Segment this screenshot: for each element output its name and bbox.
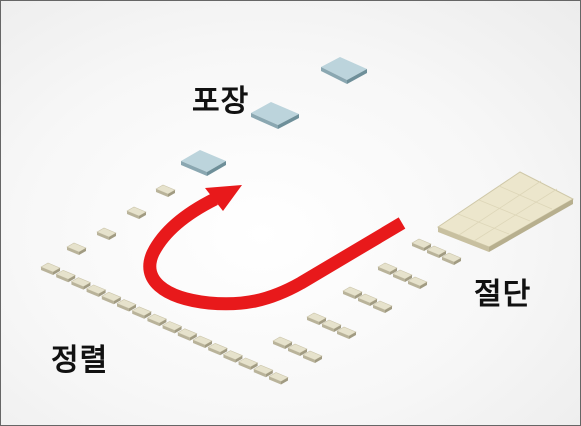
tile-piece bbox=[155, 184, 176, 197]
tile-piece bbox=[126, 206, 147, 219]
tile-piece bbox=[336, 326, 357, 339]
tile-piece bbox=[85, 284, 107, 297]
tile-piece bbox=[407, 276, 428, 289]
tile-piece bbox=[411, 238, 432, 251]
process-arrow bbox=[143, 185, 406, 311]
tile-piece bbox=[426, 245, 447, 258]
tile-piece bbox=[272, 336, 293, 349]
label-sorting: 정렬 bbox=[51, 343, 109, 378]
tile-piece bbox=[222, 350, 244, 363]
tile-piece bbox=[377, 262, 398, 275]
tile-piece bbox=[321, 319, 342, 332]
package-box bbox=[321, 57, 367, 84]
package-box bbox=[181, 150, 226, 176]
tile-piece bbox=[287, 343, 308, 356]
tile-piece bbox=[116, 299, 137, 312]
tile-piece bbox=[302, 350, 323, 363]
tile-piece bbox=[192, 335, 213, 348]
tile-pieces bbox=[40, 184, 462, 385]
tile-piece bbox=[268, 372, 289, 385]
tile-piece bbox=[392, 269, 413, 282]
tile-piece bbox=[441, 252, 462, 265]
raw-slab bbox=[436, 171, 575, 252]
package-box bbox=[251, 102, 299, 129]
tile-piece bbox=[96, 227, 117, 240]
tile-piece bbox=[253, 364, 274, 378]
tile-piece bbox=[55, 269, 76, 283]
tile-piece bbox=[306, 312, 327, 325]
tile-piece bbox=[342, 286, 363, 299]
tile-piece bbox=[70, 277, 92, 290]
tile-piece bbox=[237, 357, 259, 370]
tile-piece bbox=[207, 342, 228, 356]
tile-piece bbox=[40, 262, 61, 275]
tile-piece bbox=[177, 328, 198, 341]
tile-piece bbox=[372, 300, 393, 313]
arrow-head bbox=[205, 185, 242, 211]
tile-piece bbox=[146, 313, 168, 327]
tile-piece bbox=[66, 242, 87, 255]
label-cutting: 절단 bbox=[474, 277, 532, 312]
tile-piece bbox=[357, 293, 378, 306]
label-packaging: 포장 bbox=[192, 84, 250, 119]
tile-piece bbox=[161, 321, 183, 334]
tile-piece bbox=[101, 291, 122, 305]
package-boxes bbox=[181, 57, 367, 176]
tile-piece bbox=[131, 306, 152, 319]
